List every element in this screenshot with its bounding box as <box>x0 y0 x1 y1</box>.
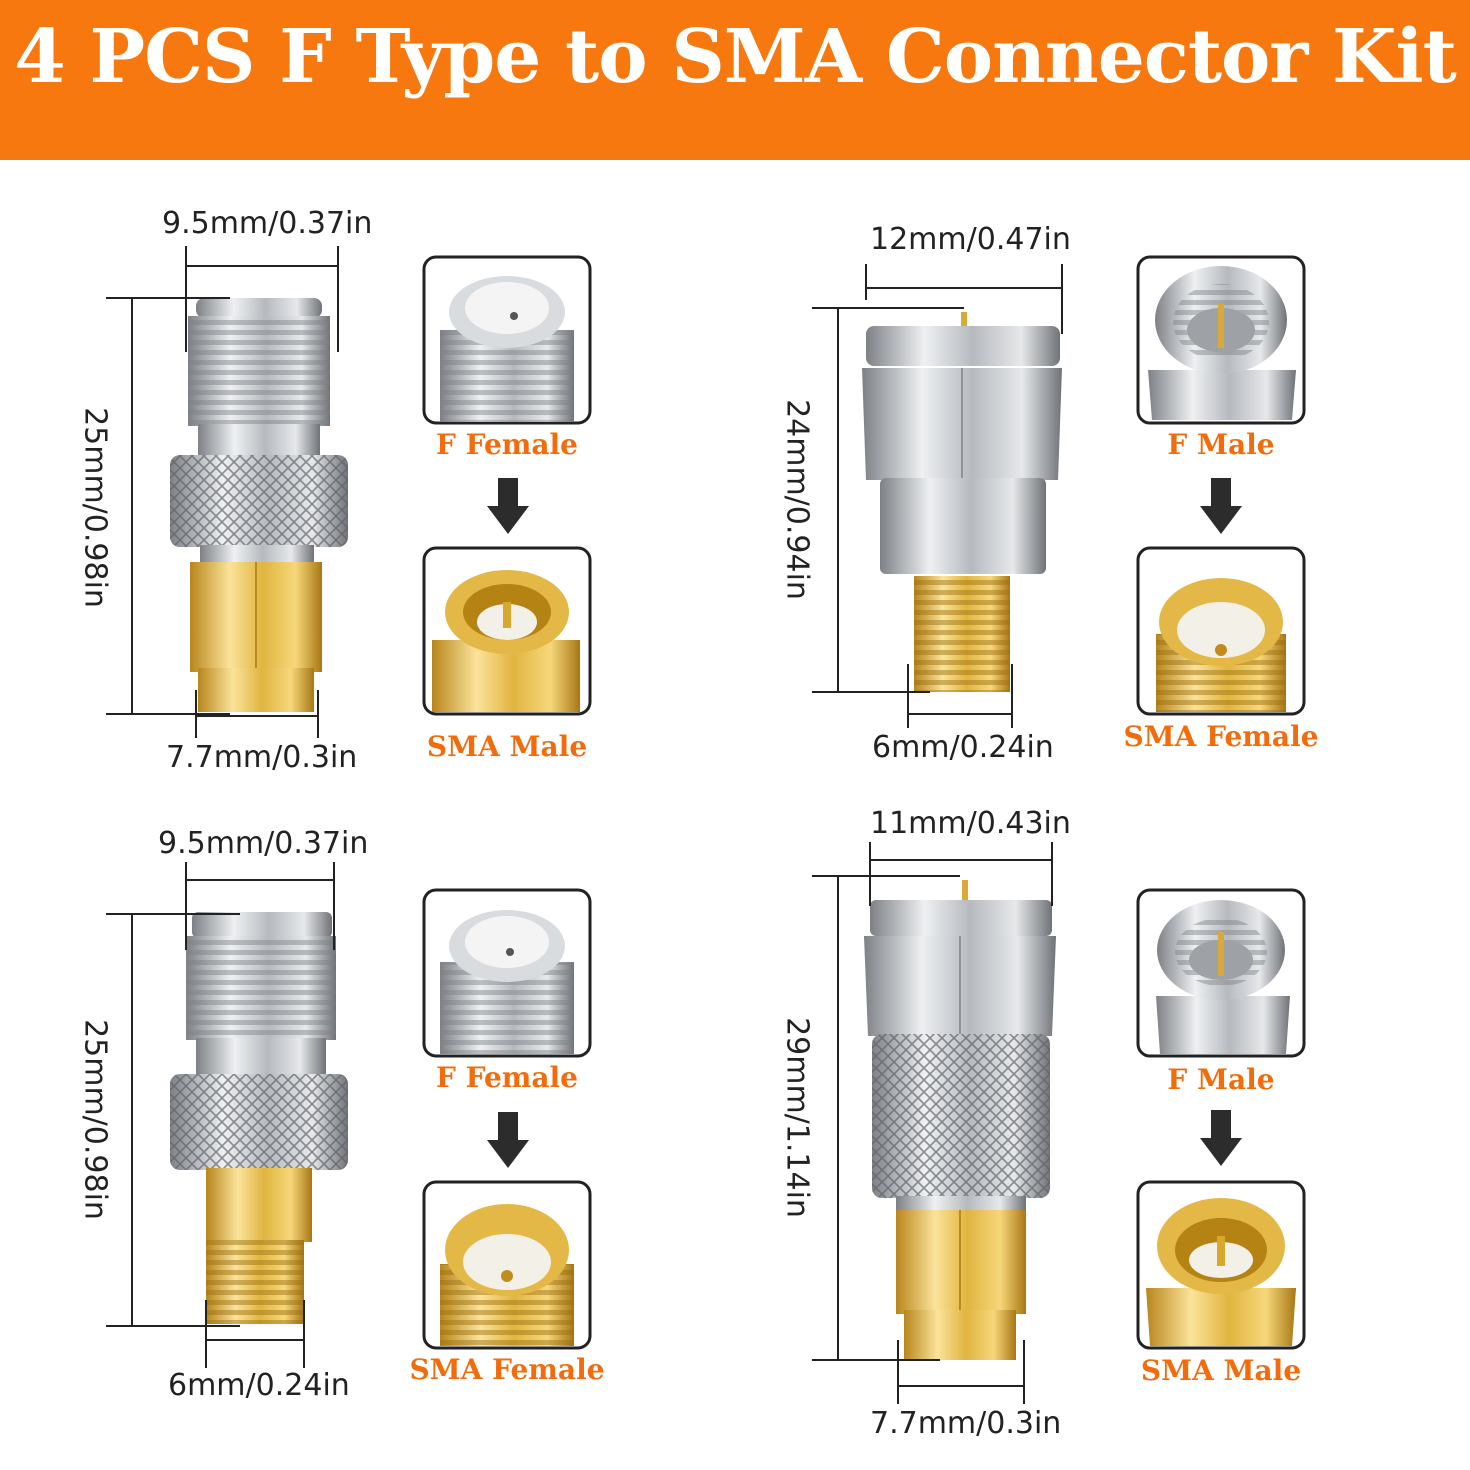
kit-3-arrow <box>487 1112 529 1168</box>
kit-2-width-bottom-label: 6mm/0.24in <box>872 730 1054 765</box>
kit-3-width-bottom-label: 6mm/0.24in <box>168 1368 350 1403</box>
page-title: 4 PCS F Type to SMA Connector Kit <box>14 14 1457 100</box>
kit-2-connector <box>862 312 1062 692</box>
kit-4-height-label: 29mm/1.14in <box>779 1017 815 1218</box>
kit-3-to-type: SMA Female <box>409 1353 605 1386</box>
kit-4-connector <box>864 880 1056 1360</box>
kit-1-height-label: 25mm/0.98in <box>77 407 113 608</box>
kit-2-width-top-label: 12mm/0.47in <box>870 222 1071 257</box>
kit-1-to-type: SMA Male <box>426 730 588 763</box>
kit-1-dimension-lines <box>106 246 339 738</box>
kit-3-detail-to <box>422 1180 592 1350</box>
kit-4-arrow <box>1200 1110 1242 1166</box>
kit-1-width-bottom-label: 7.7mm/0.3in <box>166 740 358 775</box>
kit-2-dimension-lines <box>812 264 1063 728</box>
kit-3-connector <box>170 912 348 1324</box>
kit-4-from-type: F Male <box>1167 1063 1275 1096</box>
kit-4-width-top-label: 11mm/0.43in <box>870 806 1071 841</box>
kit-3-width-top-label: 9.5mm/0.37in <box>158 826 369 861</box>
kit-2-detail-to <box>1136 546 1306 716</box>
kit-4-detail-to <box>1136 1180 1306 1350</box>
kit-4-width-bottom-label: 7.7mm/0.3in <box>870 1406 1062 1441</box>
kit-2-arrow <box>1200 478 1242 534</box>
kit-4-detail-from <box>1136 888 1306 1058</box>
kit-3-from-type: F Female <box>435 1061 578 1094</box>
kit-2-height-label: 24mm/0.94in <box>779 399 815 600</box>
kit-3-dimension-lines <box>106 862 335 1368</box>
kit-3-height-label: 25mm/0.98in <box>77 1019 113 1220</box>
kit-2-to-type: SMA Female <box>1123 720 1319 753</box>
kit-1-detail-to <box>422 546 592 716</box>
kit-1-from-type: F Female <box>435 428 578 461</box>
kit-1-detail-from <box>422 255 592 425</box>
kit-3-detail-from <box>422 888 592 1058</box>
kit-1-connector <box>170 298 348 712</box>
kit-4-to-type: SMA Male <box>1140 1354 1302 1387</box>
kit-1-arrow <box>487 478 529 534</box>
kit-4-dimension-lines <box>812 842 1053 1404</box>
kit-1-width-top-label: 9.5mm/0.37in <box>162 206 373 241</box>
title-banner: 4 PCS F Type to SMA Connector Kit <box>0 0 1470 160</box>
kit-2-from-type: F Male <box>1167 428 1275 461</box>
kit-2-detail-from <box>1136 255 1306 425</box>
